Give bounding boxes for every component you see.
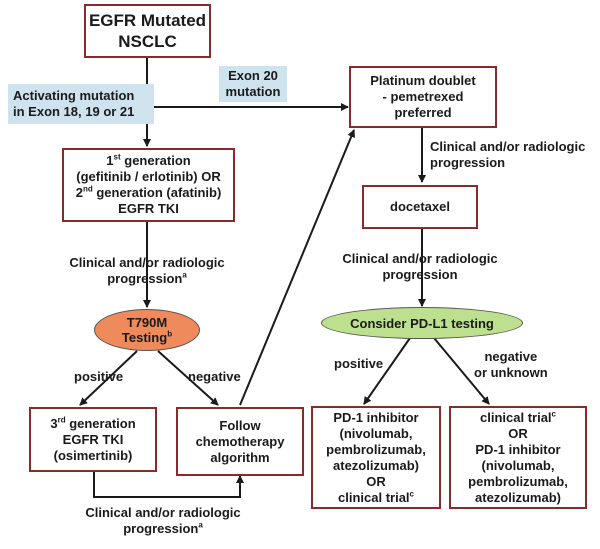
arrow-t790m-to-third-gen — [79, 350, 138, 406]
third-gen-tki-box: 3rd generation EGFR TKI (osimertinib) — [29, 407, 157, 472]
progression-label-docetaxel: Clinical and/or radiologic progression — [342, 251, 498, 282]
activating-mutation-tag: Activating mutation in Exon 18, 19 or 21 — [8, 84, 154, 124]
positive-label-right: positive — [334, 356, 384, 371]
clinical-trial-negative-box: clinical trialc OR PD-1 inhibitor (nivol… — [449, 406, 587, 509]
egfr-nsclc-box: EGFR Mutated NSCLC — [84, 4, 211, 58]
platinum-doublet-box: Platinum doublet - pemetrexed preferred — [349, 66, 497, 128]
platinum-line1: Platinum doublet — [370, 73, 476, 88]
activating-mutation-line1: Activating mutation — [13, 88, 135, 103]
arrow-t790m-to-follow — [157, 350, 219, 406]
negative-label-right: negative or unknown — [474, 349, 548, 380]
arrow-pdl1-to-pd1-positive — [363, 337, 411, 405]
pdl1-testing-oval: Consider PD-L1 testing — [321, 307, 523, 339]
tki-line2: (gefitinib / erlotinib) OR — [76, 169, 221, 184]
exon20-line2: mutation — [225, 84, 281, 99]
third-gen-line3: (osimertinib) — [53, 447, 133, 463]
egfr-nsclc-line1: EGFR Mutated — [88, 11, 207, 30]
follow-line3: algorithm — [210, 449, 270, 465]
progression-label-osimertinib: Clinical and/or radiologic progressiona — [85, 505, 241, 536]
activating-mutation-line2: in Exon 18, 19 or 21 — [13, 104, 135, 119]
egfr-nsclc-line2: NSCLC — [118, 32, 177, 51]
follow-line1: Follow — [219, 417, 261, 433]
tki-line3: 2nd generation (afatinib) — [75, 184, 222, 200]
exon20-line1: Exon 20 — [228, 68, 278, 83]
progression-label-tki: Clinical and/or radiologic progressiona — [69, 255, 225, 286]
tki-line1: 1st generation — [106, 152, 191, 168]
progression-label-platinum: Clinical and/or radiologic progression — [430, 139, 586, 170]
exon20-tag: Exon 20 mutation — [219, 66, 287, 102]
pd1-inhibitor-positive-box: PD-1 inhibitor (nivolumab, pembrolizumab… — [311, 406, 441, 509]
t790m-testing-oval: T790M Testingb — [94, 309, 200, 351]
arrow-follow-to-platinum — [239, 129, 356, 406]
third-gen-line2: EGFR TKI — [62, 431, 124, 447]
positive-label-left: positive — [74, 369, 124, 384]
docetaxel-box: docetaxel — [362, 185, 478, 229]
first-second-gen-tki-box: 1st generation (gefitinib / erlotinib) O… — [62, 148, 235, 222]
follow-chemotherapy-box: Follow chemotherapy algorithm — [176, 407, 304, 476]
negative-label-left: negative — [188, 369, 241, 384]
third-gen-line1: 3rd generation — [50, 415, 136, 431]
tki-line4: EGFR TKI — [118, 201, 179, 216]
arrow-osimertinib-to-follow — [93, 472, 244, 498]
arrow-pdl1-to-pd1-negative — [433, 337, 490, 405]
docetaxel-label: docetaxel — [390, 199, 450, 214]
follow-line2: chemotherapy — [195, 433, 285, 449]
platinum-line3: preferred — [394, 105, 452, 120]
platinum-line2: - pemetrexed — [382, 89, 464, 104]
